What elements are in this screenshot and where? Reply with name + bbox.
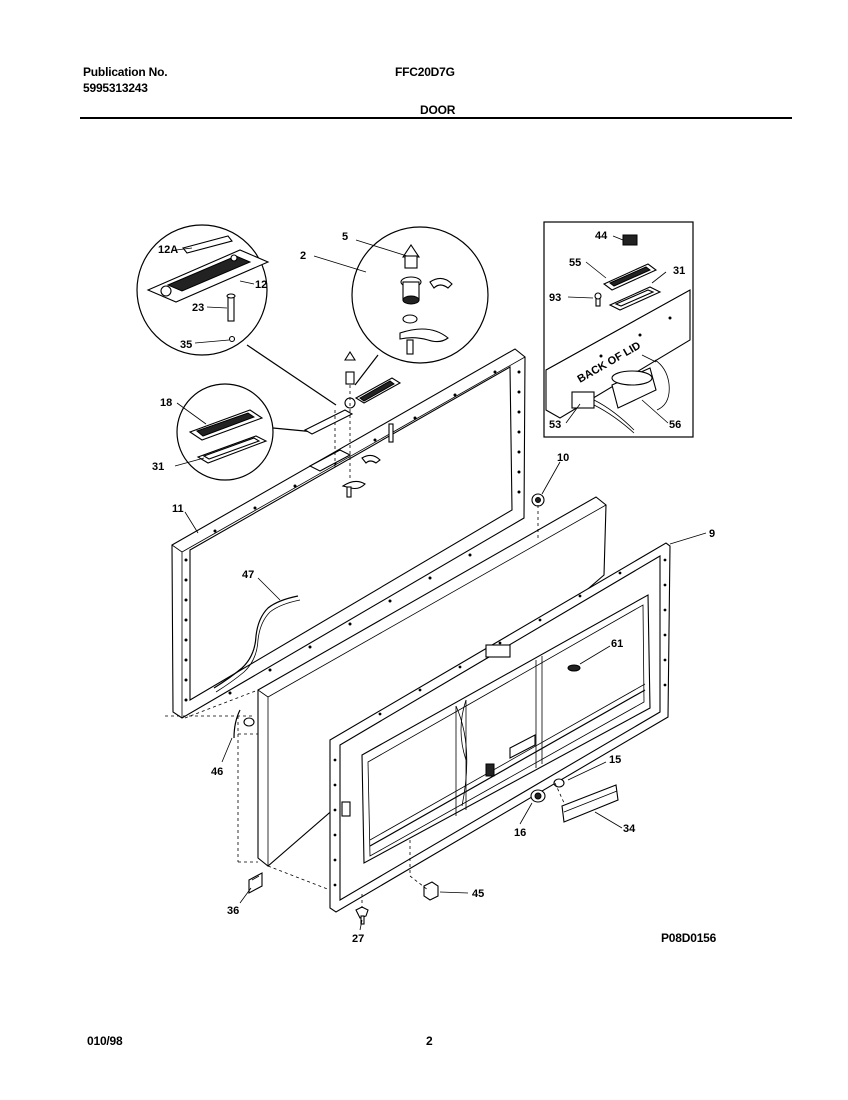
publication-label: Publication No. [83,65,168,79]
page-number: 2 [426,1034,433,1048]
callout-93: 93 [549,292,561,304]
detail-circle-hinge-bracket [136,224,270,356]
lid-liner-frame [171,348,526,719]
callout-27: 27 [352,933,364,945]
detail-circle-handle [174,383,274,481]
header-rule [80,117,792,119]
callout-18: 18 [160,397,172,409]
callout-12a: 12A [158,244,178,256]
callout-10: 10 [557,452,569,464]
leader-line-bracket [246,344,337,406]
callout-11: 11 [172,503,184,515]
callout-leaders [184,461,707,931]
callout-23: 23 [192,302,204,314]
leader-line-hinge [354,354,379,386]
callout-2: 2 [300,250,306,262]
callout-46: 46 [211,766,223,778]
callout-34: 34 [623,823,636,835]
callout-45: 45 [472,888,484,900]
callout-31-inset: 31 [673,265,685,277]
callout-36: 36 [227,905,239,917]
section-title: DOOR [420,103,456,117]
drawing-code: P08D0156 [661,931,717,945]
callout-12: 12 [255,279,267,291]
inset-back-of-lid: BACK OF LID [543,221,694,438]
callout-47: 47 [242,569,254,581]
publication-number: 5995313243 [83,81,148,95]
callout-44: 44 [595,230,608,242]
callout-16: 16 [514,827,526,839]
callout-56: 56 [669,419,681,431]
model-number: FFC20D7G [395,65,455,79]
wiring-harness [213,595,301,739]
callout-31: 31 [152,461,164,473]
small-parts [248,664,619,925]
callout-5: 5 [342,231,348,243]
callout-55: 55 [569,257,581,269]
callout-35: 35 [180,339,192,351]
outer-door-frame [329,542,671,913]
callout-15: 15 [609,754,621,766]
date-code: 010/98 [87,1034,123,1048]
callout-53: 53 [549,419,561,431]
assembly-guide-lines [165,505,566,908]
callout-61: 61 [611,638,623,650]
callout-9: 9 [709,528,715,540]
detail-circle-hinge [313,226,489,364]
